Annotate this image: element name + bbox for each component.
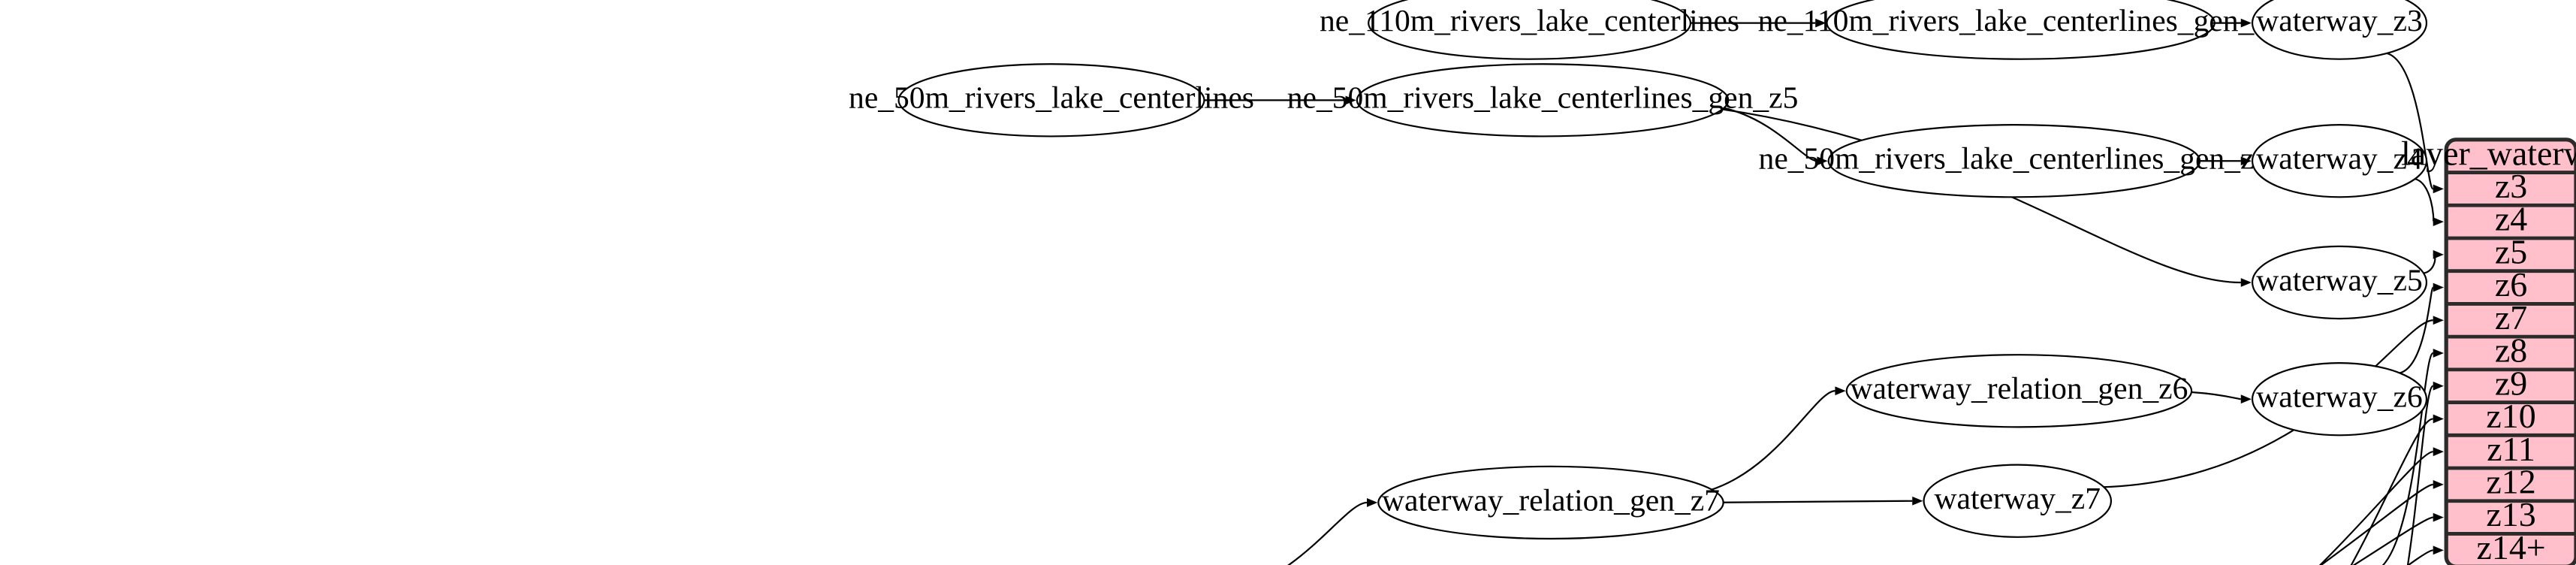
graph-node-waterway_z6[interactable]: waterway_z6	[2252, 363, 2427, 435]
layer-row-z12[interactable]: z12	[2486, 463, 2535, 501]
edge-arrowhead	[2240, 18, 2252, 28]
edge-arrowhead	[2433, 545, 2444, 555]
edge-waterway_relation_gen_z8-to-waterway_relation_gen_z7	[1232, 503, 1367, 565]
edge-arrowhead	[2433, 184, 2444, 194]
edge-arrowhead	[2240, 394, 2252, 404]
edge-arrowhead	[1345, 95, 1356, 105]
graph-node-ne_50m_rivers_lake_centerlines_gen_z4[interactable]: ne_50m_rivers_lake_centerlines_gen_z4	[1759, 125, 2270, 197]
node-label: ne_50m_rivers_lake_centerlines	[849, 80, 1254, 115]
node-label: ne_110m_rivers_lake_centerlines_gen_z3	[1758, 3, 2284, 38]
edge-arrowhead	[2240, 278, 2252, 287]
edge-layer	[95, 18, 2444, 565]
edge-arrowhead	[2433, 217, 2444, 227]
node-shape	[1378, 467, 1723, 539]
node-label: waterway_relation_gen_z6	[1850, 371, 2188, 406]
node-shape	[2252, 0, 2427, 59]
graph-node-waterway_z7[interactable]: waterway_z7	[1924, 465, 2111, 537]
edge-waterway_z13-to-layer_waterway-z13	[704, 518, 2433, 565]
edge-arrowhead	[2433, 349, 2444, 358]
graph-node-waterway_z5[interactable]: waterway_z5	[2252, 246, 2427, 319]
edge-waterway_z3-to-layer_waterway-z3	[2385, 53, 2433, 189]
node-shape	[1924, 465, 2111, 537]
edge-waterway_z6-to-layer_waterway-z6	[2398, 288, 2433, 373]
edge-waterway_z12-to-layer_waterway-z12	[1139, 485, 2433, 565]
node-label: waterway_z6	[2256, 379, 2422, 414]
edge-waterway_z11-to-layer_waterway-z11	[1621, 452, 2433, 565]
edge-arrowhead	[2433, 512, 2444, 522]
edge-ne_50m_rivers_lake_centerlines_gen_z5-to-waterway_z5	[1721, 109, 2241, 282]
graph-node-waterway_relation_gen_z6[interactable]: waterway_relation_gen_z6	[1847, 355, 2191, 427]
node-label: waterway_z5	[2256, 262, 2422, 297]
edge-waterway_z5-to-layer_waterway-z5	[2422, 255, 2435, 273]
layer-row-z5[interactable]: z5	[2495, 232, 2527, 270]
edge-arrowhead	[2433, 316, 2444, 325]
layer-row-z14+[interactable]: z14+	[2476, 528, 2545, 565]
edge-arrowhead	[2433, 447, 2444, 457]
edge-arrowhead	[2433, 381, 2444, 391]
edge-arrowhead	[2433, 479, 2444, 489]
node-shape	[1368, 0, 1691, 59]
edge-ne_50m_rivers_lake_centerlines_gen_z5-to-ne_50m_rivers_lake_centerlines_gen_z4	[1722, 107, 1817, 161]
node-shape	[1827, 0, 2215, 59]
node-shape	[899, 64, 1205, 136]
node-shape	[1847, 355, 2191, 427]
node-label: ne_110m_rivers_lake_centerlines	[1320, 3, 1739, 38]
node-shape	[2252, 363, 2427, 435]
node-label: ne_50m_rivers_lake_centerlines_gen_z4	[1759, 141, 2270, 176]
edge-arrowhead	[1367, 498, 1378, 507]
layer-row-z8[interactable]: z8	[2495, 331, 2527, 370]
graph-node-ne_110m_rivers_lake_centerlines[interactable]: ne_110m_rivers_lake_centerlines	[1320, 0, 1739, 59]
edge-waterway_relation_gen_z6-to-waterway_z6	[2190, 392, 2241, 399]
graph-node-waterway_z4[interactable]: waterway_z4	[2252, 125, 2427, 197]
layer-row-z7[interactable]: z7	[2495, 298, 2527, 337]
edge-arrowhead	[2433, 282, 2444, 292]
graph-node-waterway_relation_gen_z7[interactable]: waterway_relation_gen_z7	[1378, 467, 1723, 539]
edge-arrowhead	[1817, 156, 1828, 166]
layer-row-z10[interactable]: z10	[2486, 397, 2535, 435]
node-label: waterway_z4	[2256, 141, 2423, 176]
graph-node-ne_50m_rivers_lake_centerlines[interactable]: ne_50m_rivers_lake_centerlines	[849, 64, 1254, 136]
graph-node-waterway_z3[interactable]: waterway_z3	[2252, 0, 2427, 59]
edge-waterway_z8-to-layer_waterway-z8	[2372, 353, 2433, 565]
layer-row-z11[interactable]: z11	[2487, 430, 2535, 468]
layer-row-z3[interactable]: z3	[2495, 167, 2527, 205]
node-label: waterway_relation_gen_z7	[1382, 482, 1720, 517]
layer-row-z13[interactable]: z13	[2486, 495, 2535, 533]
layer-row-z4[interactable]: z4	[2495, 200, 2527, 238]
layer-waterway-table[interactable]: layer_waterwayz3z4z5z6z7z8z9z10z11z12z13…	[2401, 134, 2576, 565]
node-shape	[1357, 64, 1728, 136]
node-shape	[2252, 246, 2427, 319]
edge-arrowhead	[2433, 249, 2444, 259]
node-shape	[2252, 125, 2427, 197]
node-label: waterway_z3	[2256, 3, 2422, 38]
edge-arrowhead	[1835, 386, 1846, 396]
edge-waterway_relation_gen_z7-to-waterway_relation_gen_z6	[1711, 391, 1835, 490]
layer-waterway-title: layer_waterway	[2401, 134, 2576, 172]
node-label: waterway_z7	[1935, 481, 2101, 515]
edge-arrowhead	[2240, 156, 2252, 166]
layer-waterway-box[interactable]	[2444, 137, 2576, 565]
edge-waterway_z14-to-layer_waterway-z14+	[703, 550, 2433, 565]
layer-row-z9[interactable]: z9	[2495, 364, 2527, 402]
graph-node-ne_110m_rivers_lake_centerlines_gen_z3[interactable]: ne_110m_rivers_lake_centerlines_gen_z3	[1758, 0, 2284, 59]
node-label: ne_50m_rivers_lake_centerlines_gen_z5	[1287, 80, 1799, 115]
edge-arrowhead	[1815, 18, 1826, 28]
edge-waterway_z9-to-layer_waterway-z9	[2365, 386, 2433, 565]
edge-waterway_z10-to-layer_waterway-z10	[2084, 418, 2433, 565]
layer-row-z6[interactable]: z6	[2495, 265, 2527, 304]
node-layer: imposm3osm_waterway_relationosm_waterway…	[849, 0, 2427, 565]
edge-waterway_relation_gen_z7-to-waterway_z7	[1721, 501, 1912, 503]
edge-arrowhead	[1912, 496, 1923, 506]
node-shape	[1829, 125, 2200, 197]
edge-arrowhead	[2433, 414, 2444, 424]
graph-node-ne_50m_rivers_lake_centerlines_gen_z5[interactable]: ne_50m_rivers_lake_centerlines_gen_z5	[1287, 64, 1799, 136]
